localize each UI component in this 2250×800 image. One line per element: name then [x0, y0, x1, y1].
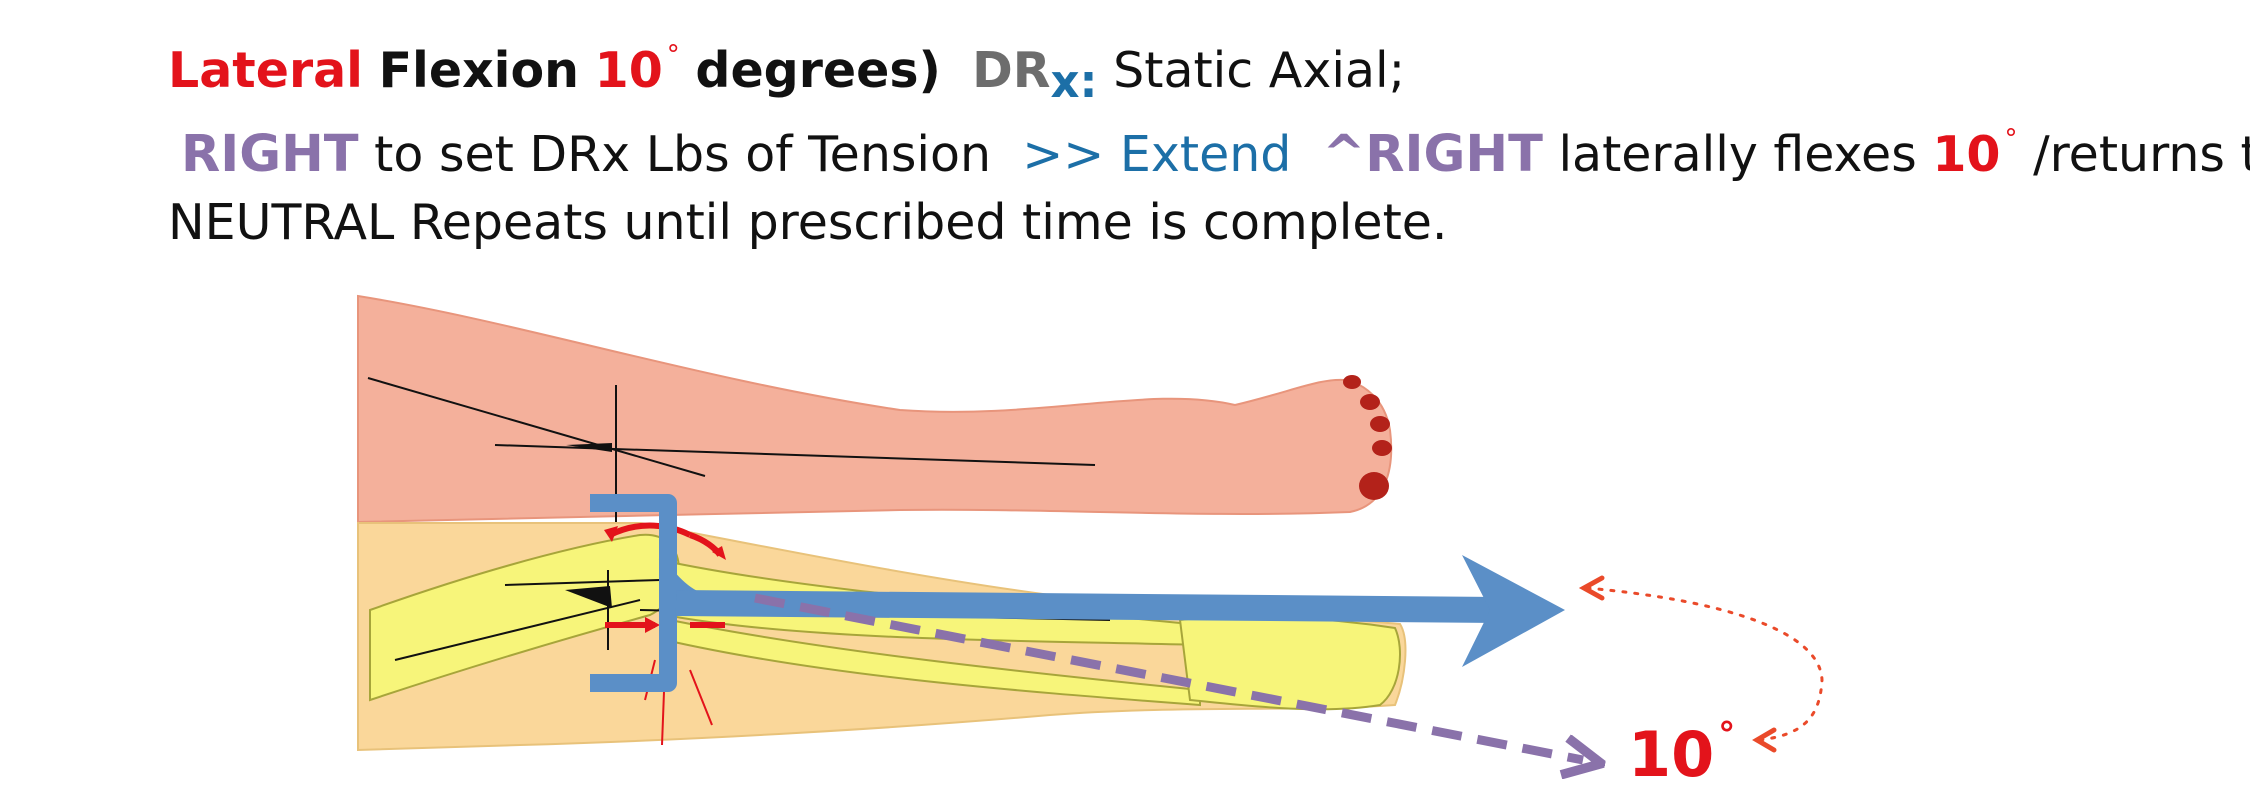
dr-label: DR [972, 42, 1051, 99]
rotation-arrow-left [608, 522, 692, 538]
flexion-dashed-arrow [754, 593, 1583, 760]
returns-text: /returns to [2033, 126, 2250, 183]
neutral-text: NEUTRAL Repeats until prescribed time is… [168, 194, 1448, 251]
fibula-bone [663, 618, 1201, 707]
leg-skin-view [357, 294, 1393, 540]
strain-line-3 [689, 669, 713, 726]
flexes-text: laterally flexes [1558, 126, 1917, 183]
dr-x-subscript: x: [1050, 55, 1098, 108]
flexion-word: Flexion [378, 42, 580, 99]
degrees-word: degrees) [695, 42, 941, 99]
flexion-angle-label: 10° [1628, 718, 1735, 786]
right-keyword: RIGHT [181, 125, 359, 184]
title-angle-value: 10 [594, 42, 663, 99]
traction-device [590, 494, 1565, 692]
traction-bracket [590, 494, 677, 692]
angle-wedge-top [566, 443, 612, 452]
toenail-2 [1360, 394, 1380, 410]
instruction-line: RIGHT to set DRx Lbs of Tension >> Exten… [181, 126, 2250, 180]
toenail-1 [1343, 375, 1361, 389]
extend-text: >> Extend [1022, 126, 1292, 183]
tension-text: to set DRx Lbs of Tension [374, 126, 992, 183]
angle-wedge-bottom [565, 586, 612, 608]
lateral-word: Lateral [168, 42, 363, 99]
instruction-degree-symbol: ° [2004, 124, 2018, 154]
flexion-angle-value: 10 [1628, 718, 1715, 791]
instruction-angle-value: 10 [1932, 126, 2001, 183]
mode-text: Static Axial; [1113, 42, 1406, 99]
flexion-angle-degree: ° [1718, 715, 1736, 755]
extension-arrow-shaft [675, 590, 1501, 623]
caret-right-keyword: ^RIGHT [1322, 125, 1543, 184]
toenail-4 [1372, 440, 1392, 456]
leg-bone-view [357, 522, 1407, 752]
title-degree-symbol: ° [666, 40, 680, 70]
extension-arrow-head [1462, 555, 1565, 667]
big-toenail [1359, 472, 1389, 500]
bone-axis-line-1 [504, 579, 661, 586]
toenail-3 [1370, 416, 1390, 432]
title-line: Lateral Flexion 10° degrees) DRx: Static… [168, 42, 1405, 104]
angle-arc-arrow [1578, 575, 1824, 753]
foot-bones [1178, 615, 1401, 711]
bone-axis-line-2 [394, 599, 641, 661]
femur-axis-line [367, 377, 706, 477]
continuation-line: NEUTRAL Repeats until prescribed time is… [168, 198, 1448, 247]
